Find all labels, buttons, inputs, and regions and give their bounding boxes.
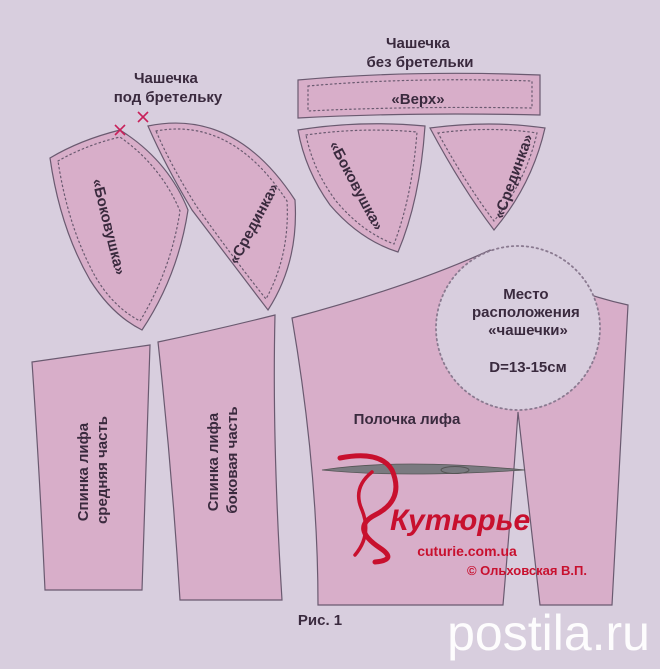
cut-mark-icon	[114, 111, 149, 136]
couture-logo: Кутюрье cuturie.com.ua © Ольховская В.П.	[321, 453, 587, 578]
back-middle-piece: Спинка лифа средняя часть	[31, 344, 151, 591]
watermark: postila.ru	[447, 605, 650, 661]
diameter-text: D=13-15см	[489, 359, 566, 376]
logo-script: Кутюрье	[390, 504, 530, 537]
cup-strap-side-piece: «Боковушка»	[49, 129, 189, 331]
circle-text: Место расположения «чашечки»	[472, 286, 584, 339]
logo-copyright: © Ольховская В.П.	[467, 563, 587, 578]
cup-strapless-side-piece: «Боковушка»	[297, 123, 426, 253]
top-label: «Верх»	[391, 91, 444, 108]
cup-strap-title: Чашечка под бретельку	[114, 70, 223, 106]
cup-strapless-title: Чашечка без бретельки	[367, 35, 474, 71]
cup-strapless-middle-piece: «Срединка»	[429, 123, 546, 231]
cup-strap-middle-piece: «Срединка»	[147, 122, 297, 312]
figure-caption: Рис. 1	[298, 612, 342, 629]
logo-site: cuturie.com.ua	[417, 543, 517, 559]
cup-placement-circle: Место расположения «чашечки» D=13-15см	[435, 245, 601, 411]
cup-strapless-top-piece: «Верх»	[297, 72, 541, 119]
front-label: Полочка лифа	[354, 411, 461, 428]
back-side-piece: Спинка лифа боковая часть	[157, 314, 283, 601]
back-side-label: Спинка лифа боковая часть	[205, 406, 241, 513]
back-middle-label: Спинка лифа средняя часть	[75, 416, 111, 524]
